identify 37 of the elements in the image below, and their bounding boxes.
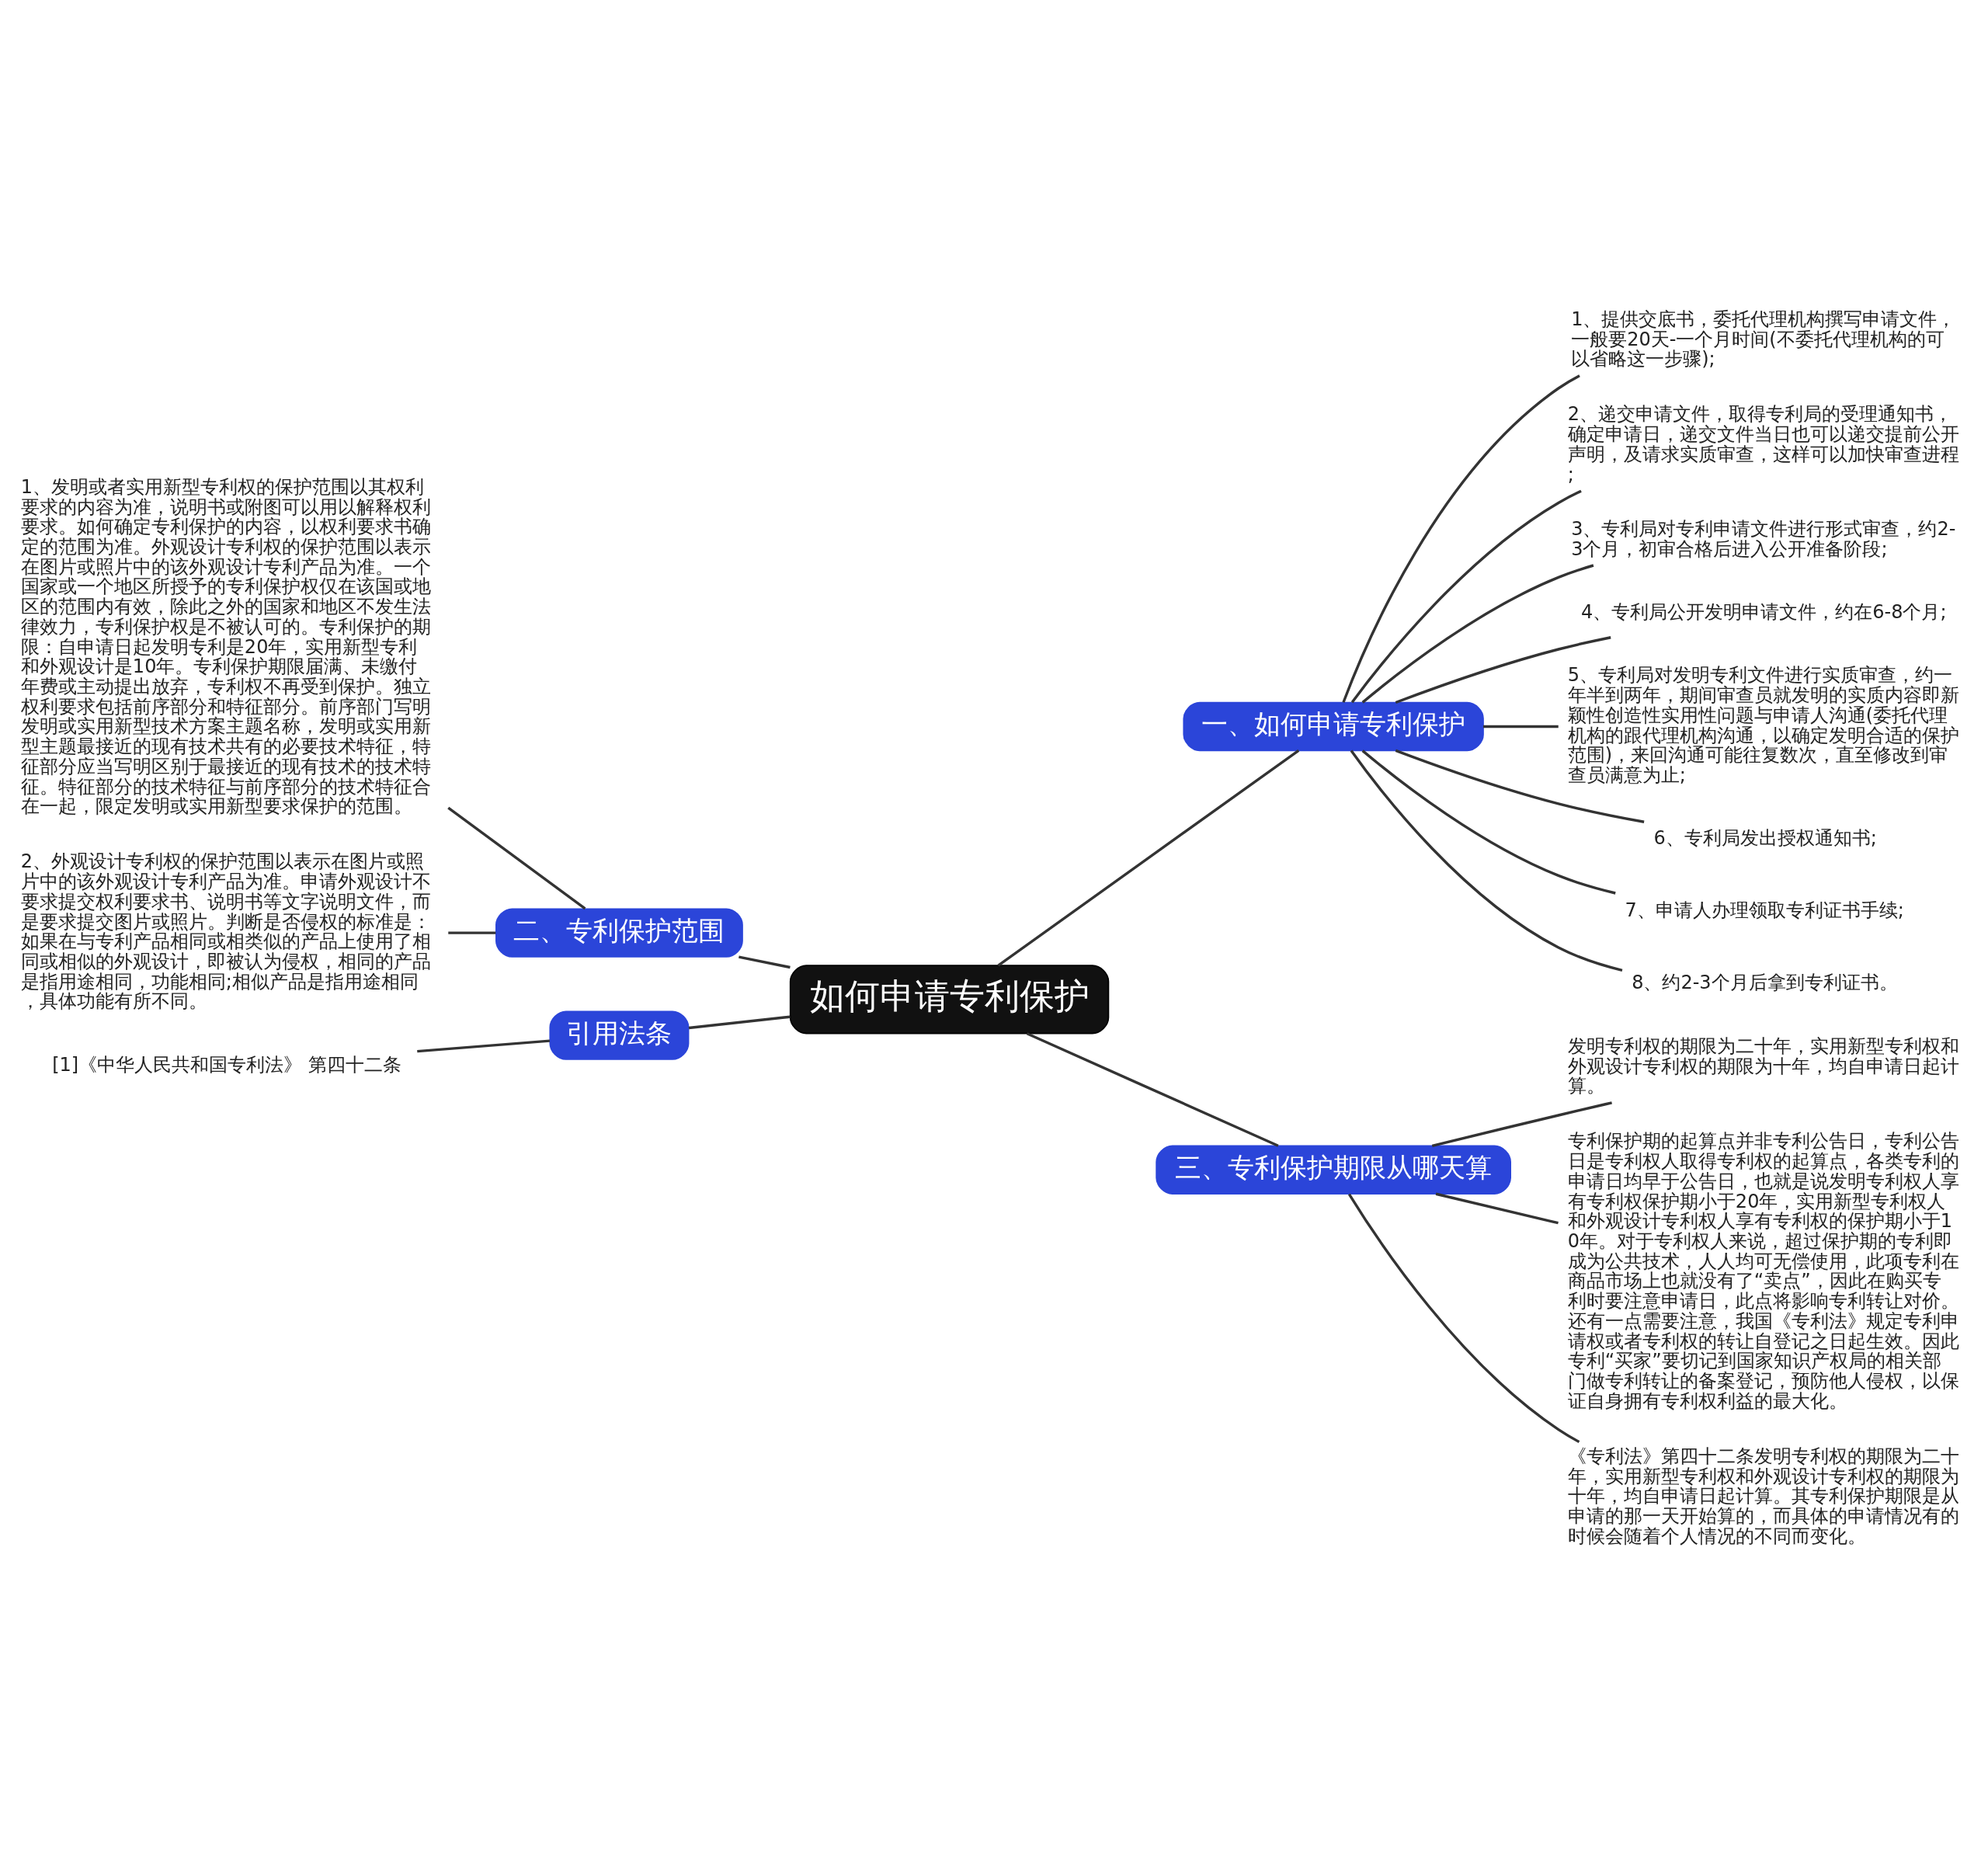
connector: [1361, 563, 1594, 704]
connector: [1483, 725, 1559, 728]
connector: [1435, 1192, 1559, 1224]
connector: [448, 930, 496, 934]
connector: [1431, 1101, 1612, 1147]
node-text: 《专利法》第四十二条发明专利权的期限为二十年，实用新型专利权和外观设计专利权的期限为十年，均自申请日起计算。其专利保护期限是从申请的那一天开始算的，而具体的申请情况有的时候会随着个人情况的不同而变化。: [1567, 1445, 1959, 1547]
node-text: 2、外观设计专利权的保护范围以表示在图片或照片中的该外观设计专利产品为准。申请外观设计不要求提交权利要求书、说明书等文字说明文件，而是要求提交图片或照片。判断是否侵权的标准是：如果在与专利产品相同或相类似的产品上使用了相同或相似的外观设计，即被认为侵权，相同的产品是指用途相同，功能相同;相似产品是指用途相同，具体功能有所不同。: [20, 850, 431, 1012]
connector: [688, 1014, 791, 1029]
node-text: 1、发明或者实用新型专利权的保护范围以其权利要求的内容为准，说明书或附图可以用以解释权利要求。如何确定专利保护的内容，以权利要求书确定的范围为准。外观设计专利权的保护范围以表示在图片或照片中的该外观设计专利产品为准。一个国家或一个地区所授予的专利保护权仅在该国或地区的范围内有效，除此之外的国家和地区不发生法律效力，专利保护权是不被认可的。专利保护的期限：自申请日起发明专利是20年，实用新型专利和外观设计是10年。专利保护期限届满、未缴付年费或主动提出放弃，专利权不再受到保护。独立权利要求包括前序部分和特征部分。前序部门写明发明或实用新型技术方案主题名称，发明或实用新型主题最接近的现有技术共有的必要技术特征，特征部分应当写明区别于最接近的现有技术的技术特征。特征部分的技术特征与前序部分的技术特征合在一起，限定发明或实用新型要求保护的范围。: [20, 475, 431, 817]
connector: [1350, 489, 1582, 703]
node-text: 发明专利权的期限为二十年，实用新型专利权和外观设计专利权的期限为十年，均自申请日起计算。: [1567, 1035, 1959, 1097]
connector: [1395, 635, 1611, 704]
connector: [739, 955, 791, 968]
node-box: 一、如何申请专利保护: [1183, 701, 1484, 751]
node-text: 3、专利局对专利申请文件进行形式审查，约2-3个月，初审合格后进入公开准备阶段;: [1571, 517, 1956, 560]
node-text: [1]《中华人民共和国专利法》 第四十二条: [52, 1053, 401, 1076]
node-box: 如何申请专利保护: [789, 964, 1110, 1034]
connector: [1350, 749, 1623, 972]
node-text: 2、递交申请文件，取得专利局的受理通知书，确定申请日，递交文件当日也可以递交提前公开声明，及请求实质审查，这样可以加快审查进程;: [1567, 402, 1959, 485]
connector: [447, 806, 586, 909]
node-text: 专利保护期的起算点并非专利公告日，专利公告日是专利权人取得专利权的起算点，各类专利的申请日均早于公告日，也就是说发明专利权人享有专利权保护期小于20年，实用新型专利权人和外观设计专利权人享有专利权的保护期小于10年。对于专利权人来说，超过保护期的专利即成为公共技术，人人均可无偿使用，此项专利在商品市场上也就没有了“卖点”，因此在购买专利时要注意申请日，此点将影响专利转让对价。还有一点需要注意，我国《专利法》规定专利申请权或者专利权的转让自登记之日起生效。因此专利“买家”要切记到国家知识产权局的相关部门做专利转让的备案登记，预防他人侵权，以保证自身拥有专利权利益的最大化。: [1567, 1129, 1959, 1412]
node-text: 5、专利局对发明专利文件进行实质审查，约一年半到两年，期间审查员就发明的实质内容即新颖性创造性实用性问题与申请人沟通(委托代理机构的跟代理机构沟通，以确定发明合适的保护范围)，来回沟通可能往复数次，直至修改到审查员满意为止;: [1567, 663, 1959, 786]
connector: [1361, 749, 1616, 895]
node-text: 4、专利局公开发明申请文件，约在6-8个月;: [1581, 600, 1947, 623]
node-text: 7、申请人办理领取专利证书手续;: [1625, 899, 1904, 921]
node-box: 二、专利保护范围: [495, 907, 743, 958]
connector: [997, 749, 1300, 966]
node-text: 1、提供交底书，委托代理机构撰写申请文件，一般要20天-一个月时间(不委托代理机构的可以省略这一步骤);: [1571, 308, 1956, 370]
connector: [1026, 1031, 1279, 1147]
node-box: 引用法条: [549, 1010, 690, 1060]
node-text: 8、约2-3个月后拿到专利证书。: [1632, 971, 1898, 993]
node-box: 三、专利保护期限从哪天算: [1156, 1145, 1511, 1195]
connector: [417, 1038, 551, 1052]
connector: [1342, 374, 1580, 703]
connector: [1395, 749, 1645, 823]
connector: [1347, 1193, 1580, 1443]
node-text: 6、专利局发出授权通知书;: [1653, 826, 1877, 849]
